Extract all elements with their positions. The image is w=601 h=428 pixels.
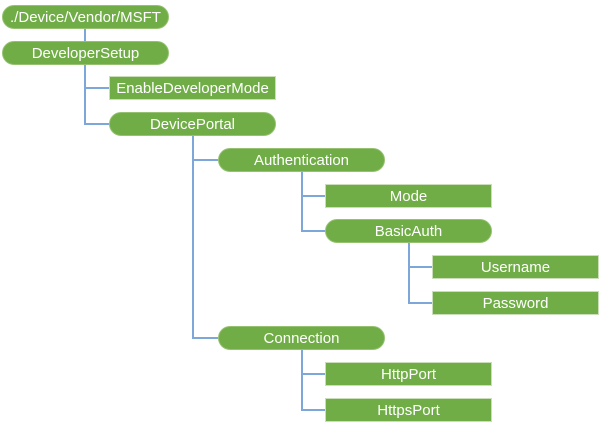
connector-line: [301, 409, 325, 411]
connector-line: [408, 266, 432, 268]
connector-line: [84, 65, 86, 125]
tree-node-httpport: HttpPort: [325, 362, 492, 386]
connector-line: [84, 123, 109, 125]
tree-node-enabledevelopermode: EnableDeveloperMode: [109, 76, 276, 100]
tree-node-username: Username: [432, 255, 599, 279]
connector-line: [301, 373, 325, 375]
connector-line: [84, 29, 86, 41]
tree-node-password: Password: [432, 291, 599, 315]
connector-line: [192, 337, 218, 339]
connector-line: [301, 195, 325, 197]
tree-node-deviceportal: DevicePortal: [109, 112, 276, 136]
connector-line: [192, 159, 218, 161]
connector-line: [84, 87, 109, 89]
connector-line: [408, 302, 432, 304]
tree-node-connection: Connection: [218, 326, 385, 350]
tree-node-device-vendor-msft: ./Device/Vendor/MSFT: [2, 5, 169, 29]
connector-line: [301, 350, 303, 411]
connector-line: [192, 136, 194, 339]
tree-node-httpsport: HttpsPort: [325, 398, 492, 422]
tree-node-authentication: Authentication: [218, 148, 385, 172]
tree-node-developersetup: DeveloperSetup: [2, 41, 169, 65]
connector-line: [408, 243, 410, 304]
tree-node-mode: Mode: [325, 184, 492, 208]
connector-line: [301, 172, 303, 232]
tree-node-basicauth: BasicAuth: [325, 219, 492, 243]
connector-line: [301, 230, 325, 232]
